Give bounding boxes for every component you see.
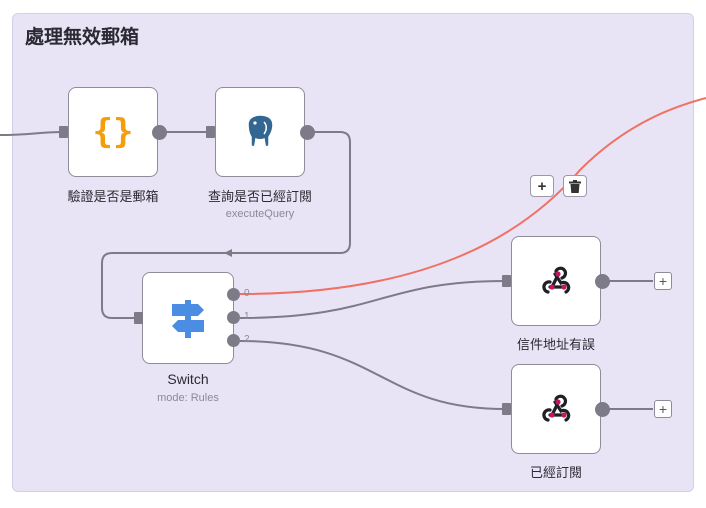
postgres-elephant-icon	[247, 114, 274, 148]
add-next-node-button[interactable]: +	[654, 400, 672, 418]
output-port[interactable]	[152, 125, 167, 140]
node-label: 已經訂閱	[529, 466, 582, 481]
node-invalid-address[interactable]	[511, 236, 601, 326]
output-port-1[interactable]	[227, 311, 240, 324]
svg-text:{}: {}	[93, 112, 134, 152]
plus-icon: +	[658, 273, 668, 289]
output-port-0[interactable]	[227, 288, 240, 301]
input-port[interactable]	[206, 126, 215, 138]
input-port[interactable]	[134, 312, 143, 324]
node-query-subscription[interactable]	[215, 87, 305, 177]
input-port[interactable]	[502, 403, 511, 415]
input-port[interactable]	[59, 126, 68, 138]
signpost-icon	[172, 300, 204, 338]
node-label: 驗證是否是郵箱	[67, 190, 159, 205]
add-next-node-button[interactable]: +	[654, 272, 672, 290]
connection-incoming[interactable]	[0, 131, 63, 136]
node-label: Switch	[167, 371, 209, 387]
output-label-1: 1	[244, 311, 250, 322]
group-title: 處理無效郵箱	[25, 26, 140, 48]
node-subtitle: mode: Rules	[157, 392, 219, 404]
output-port-2[interactable]	[227, 334, 240, 347]
output-port[interactable]	[595, 274, 610, 289]
output-label-2: 2	[244, 334, 250, 345]
connection-switch-output-2[interactable]	[239, 340, 506, 410]
output-label-0: 0	[244, 288, 250, 299]
connection-switch-output-1[interactable]	[239, 280, 506, 319]
webhook-icon	[542, 266, 571, 294]
node-label: 查詢是否已經訂閱	[207, 190, 312, 205]
connection-switch-output-0[interactable]	[239, 97, 706, 295]
input-port[interactable]	[502, 275, 511, 287]
connection-direction-arrow	[224, 249, 232, 257]
node-subtitle: executeQuery	[225, 208, 295, 220]
node-validate-email[interactable]: {}	[68, 87, 158, 177]
trash-icon	[569, 179, 581, 193]
node-switch[interactable]	[142, 272, 234, 364]
edge-delete-button[interactable]	[563, 175, 587, 197]
node-already-subscribed[interactable]	[511, 364, 601, 454]
webhook-icon	[542, 394, 571, 422]
plus-icon: +	[658, 401, 668, 417]
plus-icon: +	[537, 177, 547, 195]
output-port[interactable]	[300, 125, 315, 140]
node-label: 信件地址有誤	[516, 338, 595, 353]
edge-add-node-button[interactable]: +	[530, 175, 554, 197]
code-braces-icon: {}	[93, 112, 134, 152]
output-port[interactable]	[595, 402, 610, 417]
